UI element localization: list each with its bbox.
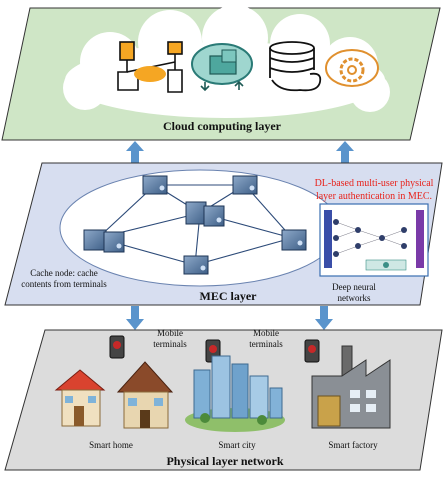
mobile-terminals-label-2-line1: Mobile: [253, 328, 279, 338]
mobile-terminal-icon: [109, 335, 125, 359]
cloud-layer-title: Cloud computing layer: [163, 119, 282, 133]
physical-layer-title: Physical layer network: [166, 454, 283, 468]
cache-node-label-line1: Cache node: cache: [30, 268, 97, 278]
server-icon: [185, 201, 225, 227]
cache-node-label-line2: contents from terminals: [21, 279, 107, 289]
mobile-terminal-icon: [304, 339, 320, 363]
house-icon: [54, 369, 106, 427]
server-icon: [281, 229, 307, 251]
auth-label-line1: DL-based multi-user physical: [315, 178, 434, 189]
server-icon: [142, 175, 168, 195]
database-cloud-icon: [269, 41, 322, 92]
mec-physical-arrows: [126, 306, 333, 330]
cloud-layer: Cloud computing layer: [1, 5, 441, 141]
cloud-gear-icon: [325, 49, 379, 87]
auth-label-line2: layer authentication in MEC.: [316, 191, 432, 202]
dnn-label-line2: networks: [338, 293, 371, 303]
mobile-terminals-label-2-line2: terminals: [249, 339, 283, 349]
mobile-terminals-label-1-line1: Mobile: [157, 328, 183, 338]
smart-city-label: Smart city: [218, 440, 256, 450]
city-icon: [185, 355, 285, 432]
cloud-upload-icon: [134, 43, 253, 92]
smart-factory-label: Smart factory: [328, 440, 378, 450]
dnn-label-line1: Deep neural: [332, 282, 376, 292]
server-icon: [183, 255, 209, 275]
server-icon: [232, 175, 258, 195]
smart-home-label: Smart home: [89, 440, 133, 450]
neural-network-icon: [319, 203, 429, 277]
factory-icon: [311, 345, 391, 429]
server-icon: [83, 229, 125, 253]
mec-layer-title: MEC layer: [200, 289, 258, 303]
cloud-mec-arrows: [126, 141, 354, 163]
desktop-network-icon: [117, 41, 183, 93]
house-icon: [116, 361, 174, 429]
mec-layer: DL-based multi-user physical layer authe…: [4, 162, 443, 306]
physical-layer: Mobile terminals Mobile terminals: [4, 328, 443, 471]
mobile-terminals-label-1-line2: terminals: [153, 339, 187, 349]
